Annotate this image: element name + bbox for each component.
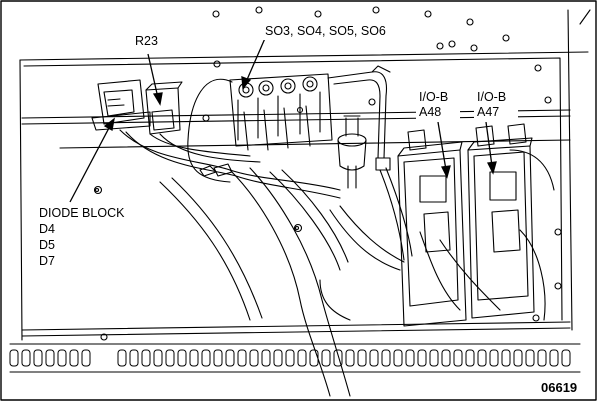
air-line: [187, 65, 391, 183]
leader-a47: [485, 121, 493, 167]
panel-right-edge: [567, 9, 573, 331]
mounting-holes: [93, 6, 562, 341]
label-a47: A47: [477, 105, 500, 119]
label-io-b-right: I/O-B: [477, 90, 507, 104]
arrowhead-a48: [441, 165, 451, 179]
leader-diode-block: [69, 125, 111, 203]
label-io-b-left: I/O-B: [419, 90, 449, 104]
panel-left-edge: [19, 59, 23, 341]
panel-top-edge: [19, 51, 589, 61]
label-d7: D7: [39, 254, 55, 268]
grille-frame: [9, 343, 581, 373]
label-diode-block: DIODE BLOCK: [39, 206, 125, 220]
arrowhead-r23: [152, 92, 163, 106]
label-a48: A48: [419, 105, 442, 119]
figure-number: 06619: [541, 380, 578, 395]
leader-a48: [437, 121, 447, 171]
label-solenoids: SO3, SO4, SO5, SO6: [265, 24, 386, 38]
regulator: [337, 115, 367, 189]
arrowhead-solenoids: [241, 76, 252, 90]
io-module-a47: [467, 123, 535, 319]
io-module-a48: [397, 129, 467, 327]
relay-r23: [145, 81, 183, 135]
label-r23: R23: [135, 34, 158, 48]
vent-slots: [9, 349, 571, 367]
arrowhead-a47: [487, 161, 497, 175]
arrowhead-diode-block: [103, 117, 115, 132]
solenoid-bank: [229, 73, 333, 151]
callout-leaders: [69, 35, 497, 203]
diode-block-assembly: [91, 79, 151, 131]
wire-harness: [119, 129, 555, 397]
lower-curve: [319, 279, 351, 321]
leader-r23: [147, 53, 159, 99]
leader-solenoids: [245, 35, 267, 83]
label-d5: D5: [39, 238, 55, 252]
label-d4: D4: [39, 222, 55, 236]
